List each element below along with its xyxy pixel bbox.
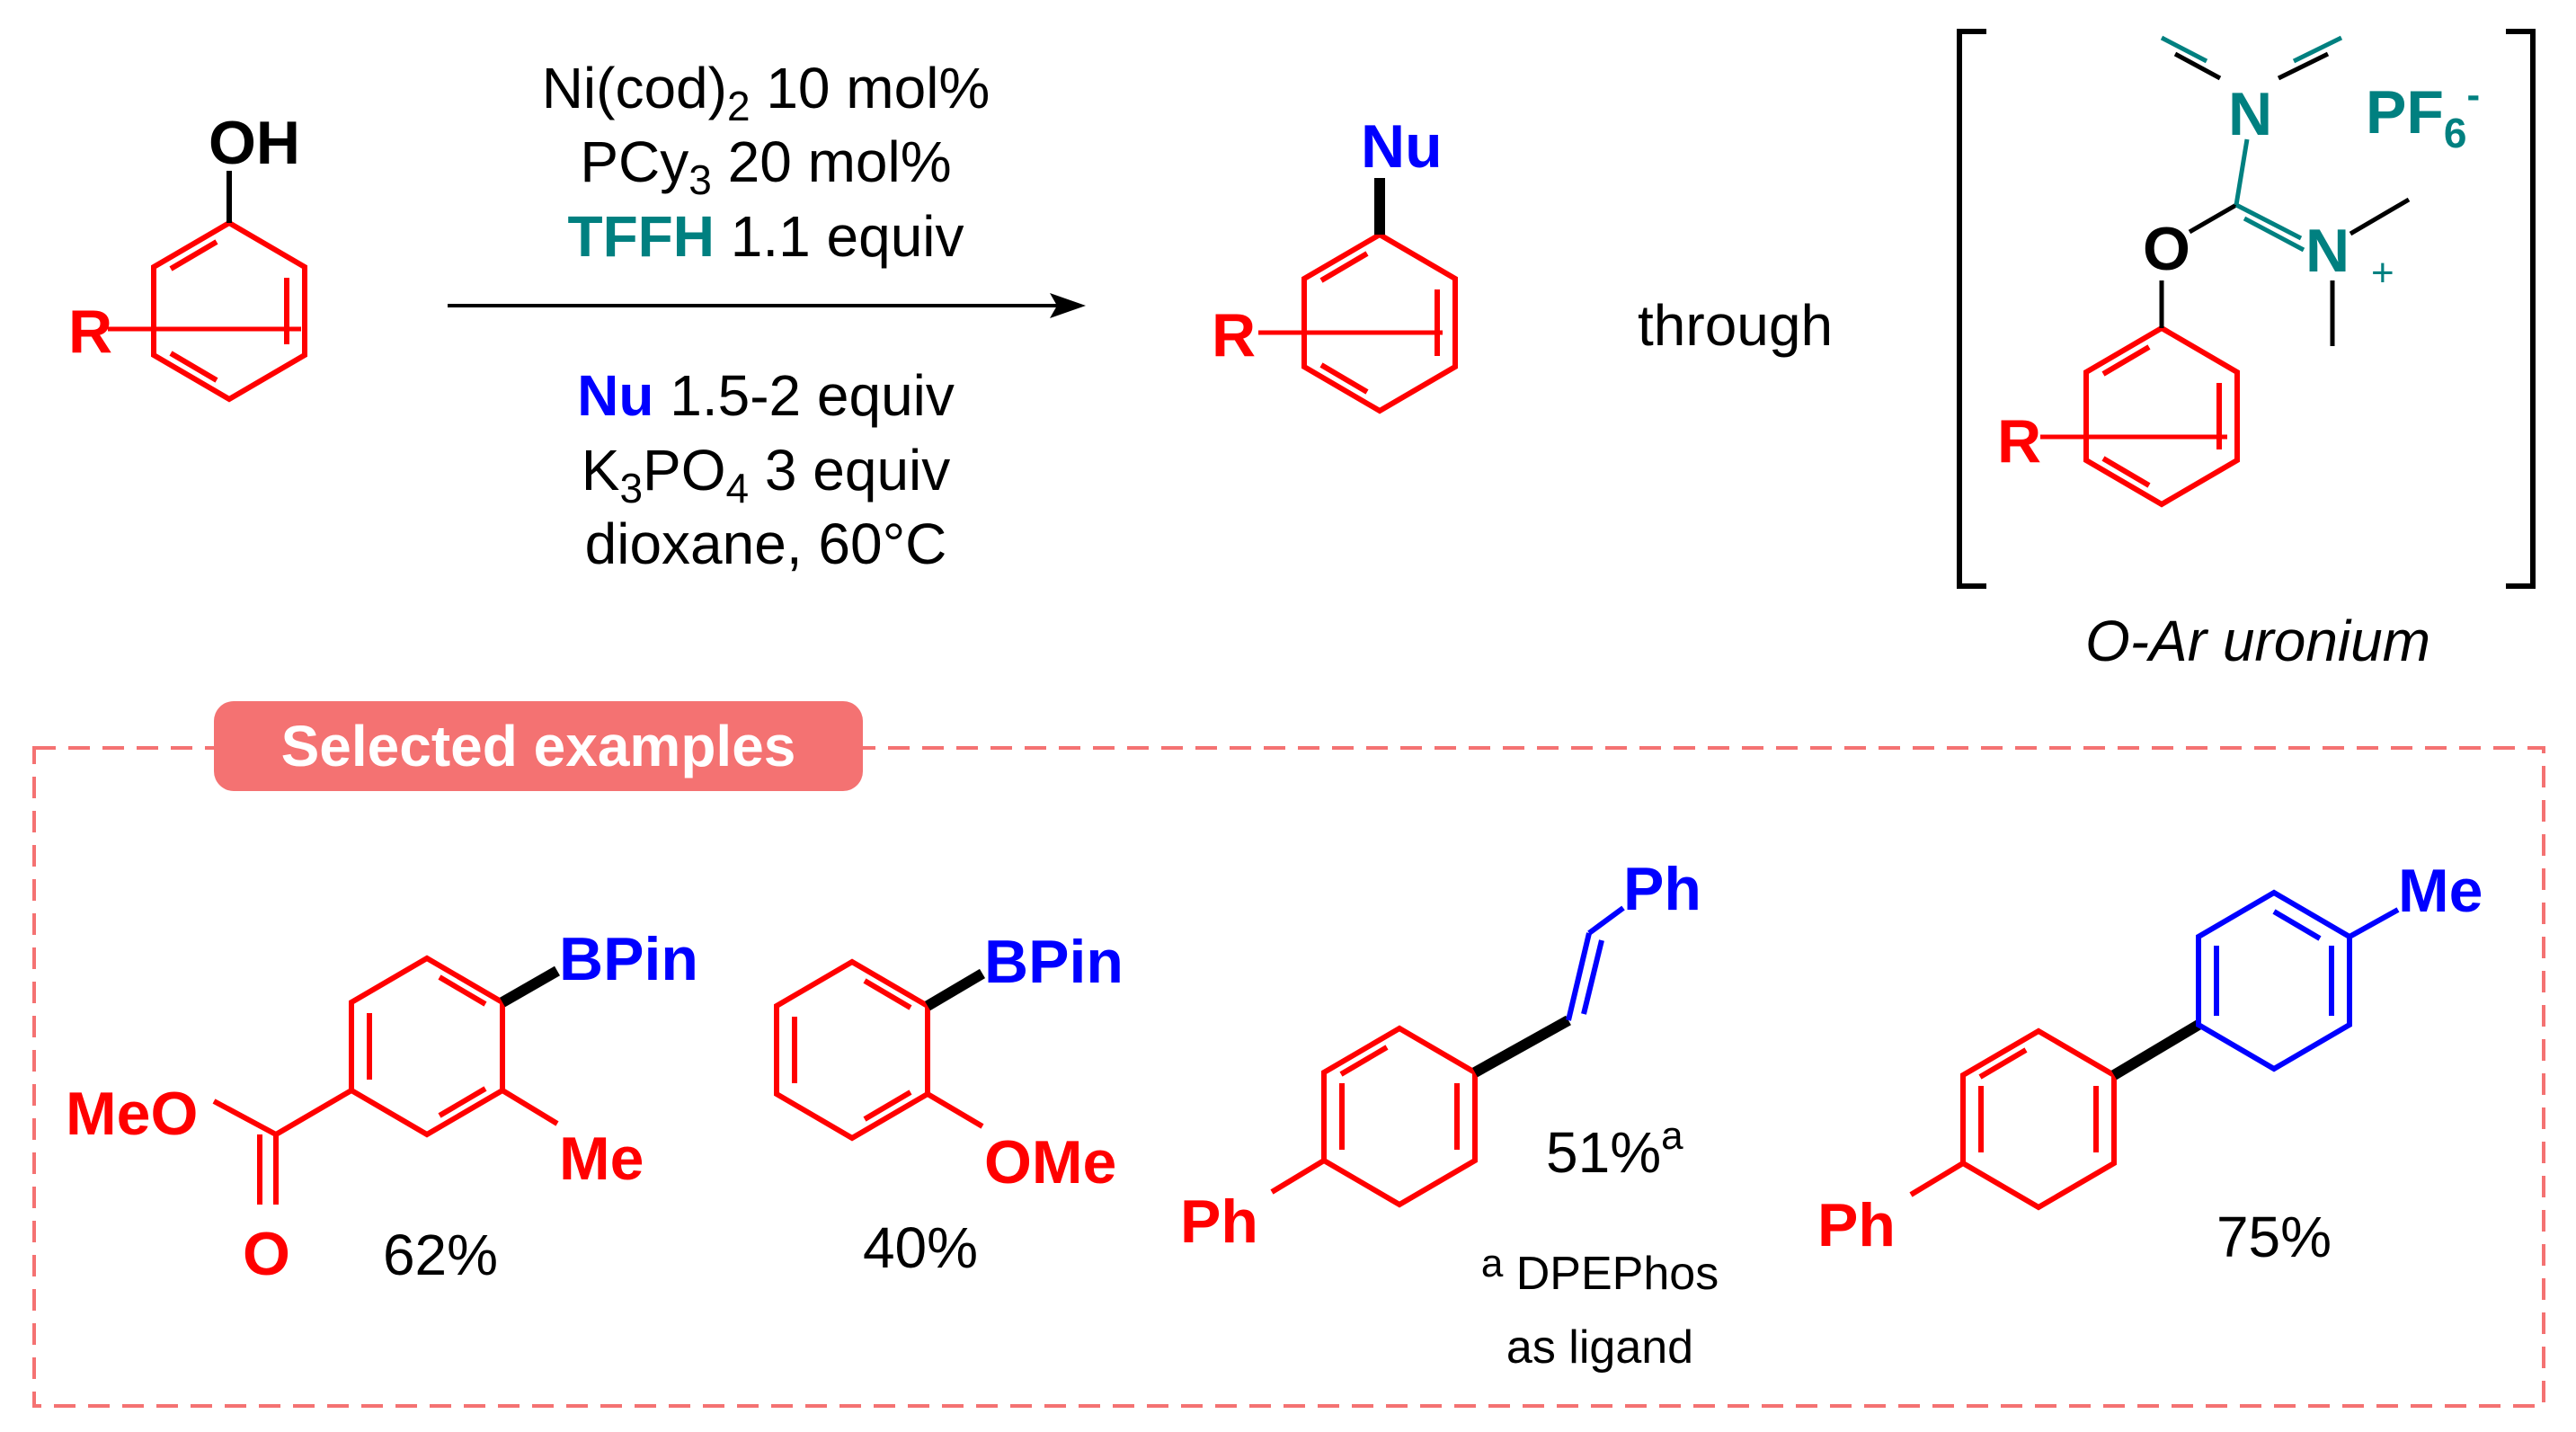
uronium-caption: O-Ar uronium bbox=[2085, 609, 2430, 673]
example3-ph-left-label: Ph bbox=[1180, 1187, 1258, 1256]
example4-ph-label: Ph bbox=[1817, 1191, 1896, 1259]
phenol-substrate bbox=[108, 219, 307, 403]
example4-biaryl-bond bbox=[2110, 1019, 2202, 1081]
through-label: through bbox=[1638, 293, 1833, 358]
example1-meo-label: MeO bbox=[66, 1080, 198, 1148]
condition-catalyst: Ni(cod)2 10 mol% bbox=[542, 56, 990, 129]
example2-bpin-label: BPin bbox=[984, 928, 1124, 996]
example3-vinyl-bond bbox=[1472, 1015, 1571, 1078]
example4-me-label: Me bbox=[2398, 857, 2483, 925]
examples-box bbox=[32, 746, 2545, 1408]
example1-ring bbox=[349, 955, 505, 1138]
uronium-n-right-label: N bbox=[2305, 217, 2349, 285]
example3-footnote-line1: a DPEPhos bbox=[1481, 1241, 1719, 1300]
phenol-oh-label: OH bbox=[209, 109, 300, 177]
example3-ph-top-label: Ph bbox=[1623, 855, 1701, 923]
uronium-amidinium-bonds bbox=[2160, 35, 2343, 253]
example3-yield: 51%a bbox=[1546, 1114, 1683, 1185]
condition-nucleophile: Nu 1.5-2 equiv bbox=[577, 363, 955, 428]
example2-ome-label: OMe bbox=[984, 1128, 1116, 1196]
examples-badge bbox=[214, 701, 863, 791]
condition-base: K3PO4 3 equiv bbox=[582, 438, 951, 511]
uronium-o-c-bond bbox=[2188, 202, 2238, 235]
example3-ring bbox=[1270, 1025, 1478, 1208]
example1-substituent-bonds bbox=[212, 1088, 559, 1205]
product-arene bbox=[1258, 231, 1458, 414]
example3-footnote-line2: as ligand bbox=[1506, 1321, 1693, 1374]
uronium-aryl-ring bbox=[2040, 325, 2240, 508]
uronium-counterion: PF6- bbox=[2366, 73, 2480, 156]
example1-yield: 62% bbox=[383, 1223, 498, 1287]
example4-yield: 75% bbox=[2216, 1205, 2332, 1269]
condition-ligand: PCy3 20 mol% bbox=[580, 129, 951, 203]
uronium-n-charge: + bbox=[2371, 251, 2394, 295]
uronium-o-label: O bbox=[2143, 215, 2190, 283]
example4-phenyl-ring bbox=[1909, 1027, 2117, 1211]
product-nu-label: Nu bbox=[1361, 112, 1443, 181]
condition-activator: TFFH 1.1 equiv bbox=[567, 204, 964, 269]
example1-carbonyl-o-label: O bbox=[243, 1220, 290, 1288]
example3-alkene bbox=[1566, 905, 1625, 1021]
example2-yield: 40% bbox=[863, 1215, 978, 1280]
reaction-arrow-head bbox=[1050, 293, 1086, 318]
condition-solvent: dioxane, 60°C bbox=[585, 511, 947, 576]
uronium-r-label: R bbox=[1997, 407, 2041, 476]
example1-me-label: Me bbox=[559, 1125, 644, 1193]
uronium-brackets bbox=[1957, 29, 2536, 589]
product-r-label: R bbox=[1212, 301, 1256, 369]
example1-b-bond bbox=[500, 965, 560, 1008]
example4-tolyl-ring bbox=[2196, 889, 2400, 1072]
examples-badge-label: Selected examples bbox=[281, 714, 796, 778]
phenol-r-label: R bbox=[68, 298, 112, 366]
example1-bpin-label: BPin bbox=[559, 925, 698, 993]
uronium-methyl-bonds bbox=[2173, 51, 2411, 346]
uronium-n-top-label: N bbox=[2228, 80, 2272, 148]
example2-b-bond bbox=[924, 968, 986, 1011]
